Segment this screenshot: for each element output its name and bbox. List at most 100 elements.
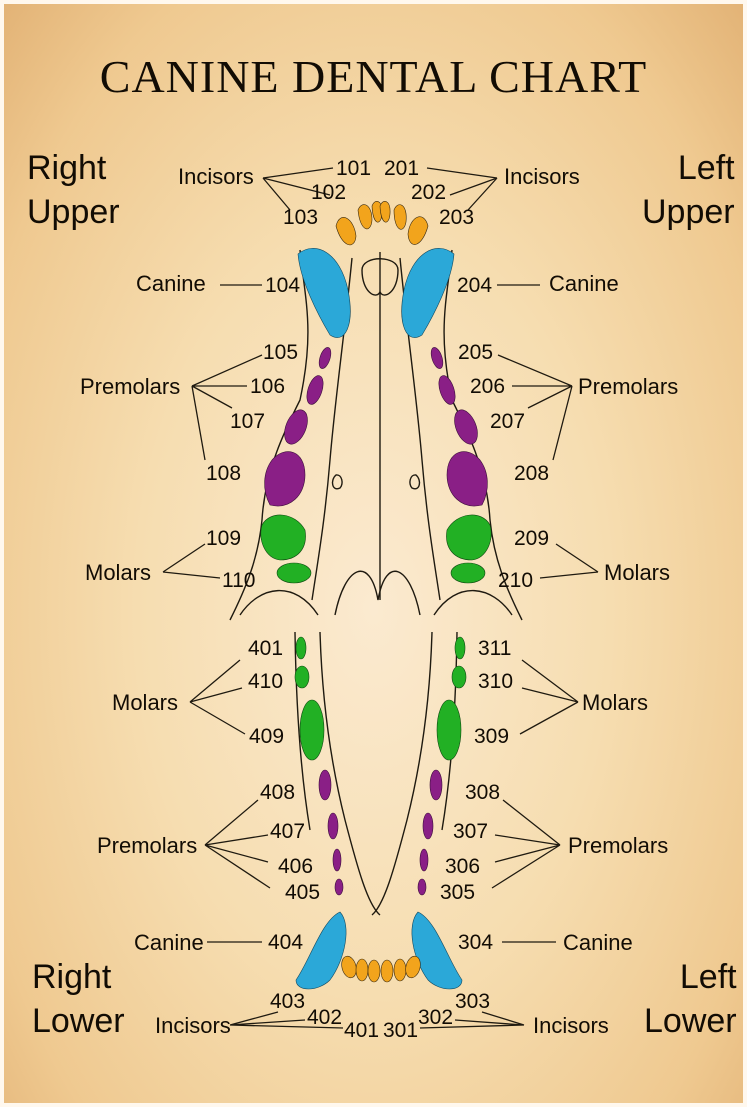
label-molars-lower-right: Molars [112, 690, 179, 715]
tooth-number-405: 405 [285, 881, 321, 904]
tooth-number-104: 104 [265, 274, 301, 297]
rear-curve-right [239, 589, 319, 616]
tooth-210 [450, 562, 486, 584]
tooth-102 [357, 204, 373, 230]
tooth-number-307: 307 [453, 820, 489, 843]
tooth-307 [422, 812, 434, 840]
leader-molars-upper-left [539, 543, 599, 579]
leader-incisors-left [426, 167, 498, 211]
label-premolars-lower-left: Premolars [568, 833, 669, 858]
quadrant-right-upper: Right Upper [27, 146, 120, 234]
tooth-204 [401, 248, 455, 338]
tooth-310 [451, 665, 467, 689]
label-molars-upper-left: Molars [604, 560, 671, 585]
palatine-foramen-left [409, 474, 421, 490]
tooth-402 [355, 958, 369, 982]
label-canine-upper-right: Canine [136, 271, 206, 296]
page-title: CANINE DENTAL CHART [99, 51, 648, 102]
tooth-301 [380, 959, 394, 983]
tooth-408 [318, 769, 332, 801]
quadrant-right-lower-line2: Lower [32, 1002, 125, 1040]
tooth-209 [446, 514, 492, 561]
tooth-406 [332, 848, 342, 872]
tooth-number-311: 311 [478, 637, 512, 660]
tooth-number-205: 205 [458, 341, 494, 364]
mandible-inner-right [294, 631, 311, 831]
tooth-number-204: 204 [457, 274, 493, 297]
tooth-206 [438, 375, 456, 405]
leader-premolars-lower-right [204, 799, 271, 889]
lower-incisors [341, 955, 421, 983]
tooth-201 [379, 201, 391, 223]
quadrant-right-lower-line1: Right [32, 958, 112, 996]
quadrant-right-upper-line1: Right [27, 149, 107, 187]
tooth-number-201: 201 [384, 157, 420, 180]
quadrant-right-upper-line2: Upper [27, 193, 120, 231]
upper-premolars [264, 347, 488, 507]
tooth-number-208: 208 [514, 462, 550, 485]
quadrant-left-lower: Left Lower [644, 955, 737, 1043]
tooth-108 [264, 451, 306, 507]
tooth-number-303: 303 [455, 990, 491, 1013]
tooth-number-403: 403 [270, 990, 306, 1013]
tooth-number-108: 108 [206, 462, 242, 485]
tooth-405 [334, 878, 344, 896]
tooth-number-306: 306 [445, 855, 481, 878]
tooth-410 [294, 665, 310, 689]
tooth-number-401: 401 [344, 1019, 380, 1042]
tooth-number-109: 109 [206, 527, 242, 550]
tooth-number-406: 406 [278, 855, 314, 878]
label-incisors-upper-left: Incisors [504, 164, 580, 189]
tooth-403 [341, 955, 357, 979]
choanae [334, 570, 421, 616]
label-incisors-lower-right: Incisors [155, 1013, 231, 1038]
label-molars-lower-left: Molars [582, 690, 649, 715]
tooth-304 [411, 911, 463, 990]
tooth-409 [299, 699, 325, 761]
quadrant-left-lower-line1: Left [679, 958, 737, 996]
tooth-309 [436, 699, 462, 761]
tooth-404 [295, 911, 347, 990]
leader-molars-lower-right [189, 659, 246, 735]
tooth-401-incisor [367, 959, 381, 983]
quadrant-left-upper-line2: Upper [642, 193, 735, 231]
quadrant-left-lower-line2: Lower [644, 1002, 737, 1040]
canines [295, 248, 463, 990]
mandible-outline-right [319, 631, 381, 916]
tooth-number-105: 105 [263, 341, 299, 364]
tooth-110 [276, 562, 312, 584]
tooth-number-410: 410 [248, 670, 284, 693]
tooth-number-202: 202 [411, 181, 447, 204]
tooth-203 [407, 216, 429, 245]
palatine-foramen-right [331, 474, 343, 490]
tooth-number-309: 309 [474, 725, 510, 748]
leader-molars-lower-left [519, 659, 579, 735]
tooth-105 [318, 347, 332, 369]
leader-incisors-lower-left [419, 1011, 525, 1029]
label-incisors-lower-left: Incisors [533, 1013, 609, 1038]
tooth-208 [446, 451, 488, 507]
label-premolars-upper-right: Premolars [80, 374, 181, 399]
tooth-107 [284, 409, 308, 445]
tooth-202 [393, 204, 407, 230]
upper-jaw-outline-left [443, 249, 523, 621]
tooth-306 [419, 848, 429, 872]
tooth-number-210: 210 [498, 569, 534, 592]
tooth-number-110: 110 [222, 569, 256, 592]
leader-premolars-lower-left [491, 799, 561, 889]
tooth-number-102: 102 [311, 181, 347, 204]
leader-lines [162, 167, 599, 1029]
tooth-number-407: 407 [270, 820, 306, 843]
tooth-104 [297, 248, 351, 338]
tooth-305 [417, 878, 427, 896]
tooth-407 [327, 812, 339, 840]
tooth-number-209: 209 [514, 527, 550, 550]
tooth-number-409: 409 [249, 725, 285, 748]
leader-premolars-left [497, 354, 573, 461]
label-premolars-upper-left: Premolars [578, 374, 679, 399]
upper-incisors [335, 201, 429, 246]
tooth-401 [295, 636, 307, 660]
